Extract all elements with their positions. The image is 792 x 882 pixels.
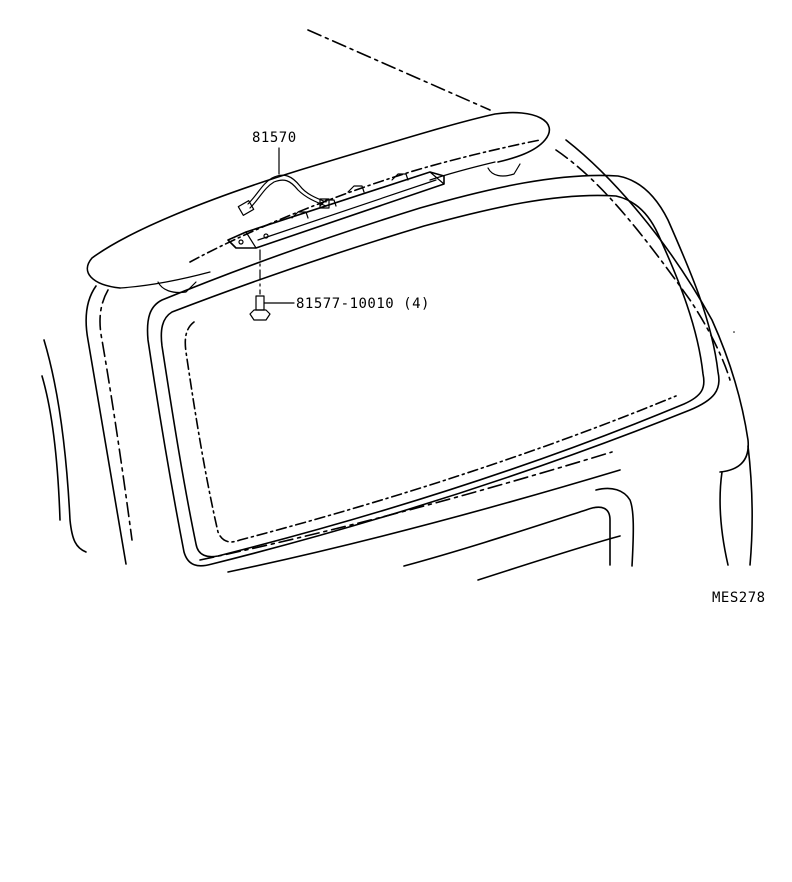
wire-harness xyxy=(237,174,330,216)
rear-window xyxy=(146,174,720,567)
roof-line xyxy=(307,29,491,111)
bolt xyxy=(249,249,295,321)
tailgate-lower xyxy=(199,451,635,581)
part-label-81570: 81570 xyxy=(252,130,297,146)
rear-spoiler xyxy=(86,111,551,294)
body-panels xyxy=(41,139,753,566)
stop-lamp-housing xyxy=(227,171,445,249)
figure-code: MES278 xyxy=(712,590,766,606)
part-label-81577-10010: 81577-10010 (4) xyxy=(296,296,430,312)
